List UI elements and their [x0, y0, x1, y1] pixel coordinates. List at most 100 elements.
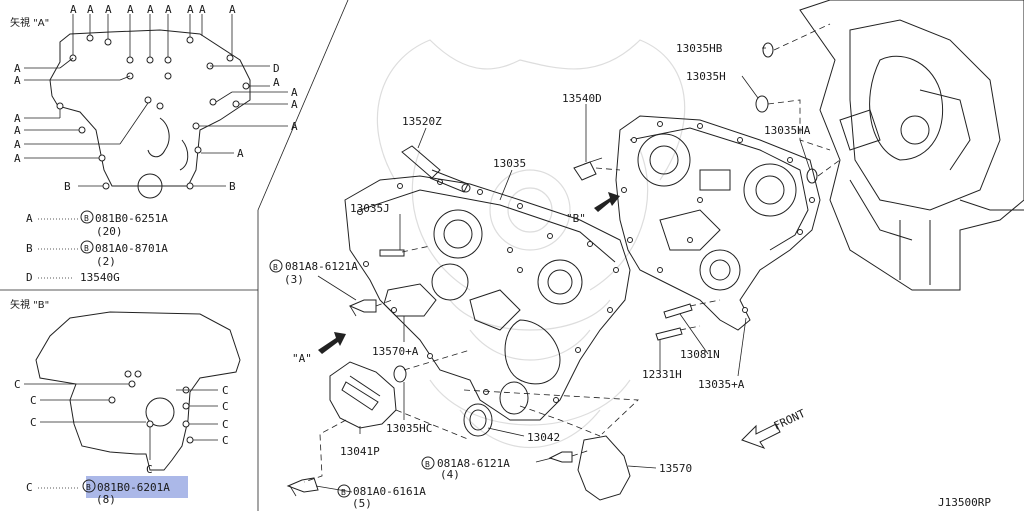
bolt-13540d [573, 157, 603, 181]
view-a-label: A [291, 86, 298, 99]
watermark-logo [376, 39, 686, 449]
callout-view-b: "B" [566, 212, 586, 225]
bolt-marker-glyph: B [86, 483, 91, 492]
view-a-label: B [229, 180, 236, 193]
legend-highlight[interactable] [86, 476, 188, 498]
view-b-bolt-holes [108, 370, 194, 444]
callout-bolt-6161: 081A0-6161A [353, 485, 426, 498]
view-b-panel: 矢視 "B" C C C C C C C C C [10, 298, 241, 506]
bolt-marker-glyph: B [425, 460, 430, 469]
bolt-marker-glyph: B [341, 488, 346, 497]
callout-13035: 13035 [493, 157, 526, 170]
view-b-label: C [30, 416, 37, 429]
legend-qty-c: (8) [96, 493, 116, 506]
legend-part-d: 13540G [80, 271, 120, 284]
view-a-label: A [14, 112, 21, 125]
dowel-13081n [663, 303, 693, 319]
view-a-bolt-holes [56, 34, 250, 190]
o-ring-13035hb [762, 42, 774, 58]
callout-bolt-6121-top: 081A8-6121A [285, 260, 358, 273]
part-13520z-sensor [401, 145, 471, 193]
view-a-crank-hole [137, 173, 163, 199]
view-b-label: C [222, 384, 229, 397]
o-ring-13035h [755, 95, 769, 113]
legend-key-b: B [26, 242, 33, 255]
view-b-label: C [222, 434, 229, 447]
view-a-label: A [14, 152, 21, 165]
view-a-label: A [291, 98, 298, 111]
callout-bolt-6121-top-qty: (3) [284, 273, 304, 286]
callout-13035hb: 13035HB [676, 42, 723, 55]
view-a-cover-outline [49, 29, 251, 187]
callout-leaders [315, 47, 811, 493]
gasket-13570 [577, 435, 631, 501]
bolt-marker-glyph: B [84, 244, 89, 253]
legend-key-c: C [26, 481, 33, 494]
view-a-arrow-icon [318, 332, 346, 354]
callout-12331h: 12331H [642, 368, 682, 381]
panel-frames [0, 0, 349, 511]
bolt-marker-icon [80, 210, 94, 224]
bolt-marker-icon [80, 240, 94, 254]
view-a-label: B [64, 180, 71, 193]
bolt-081a8-top [348, 299, 377, 317]
bolt-081a0-6161 [286, 477, 319, 497]
legend-part-a: 081B0-6251A [95, 212, 168, 225]
view-a-legend: A B 081B0-6251A (20) B B 081A0-8701A (2)… [26, 210, 168, 284]
callout-bolt-6121-bottom-qty: (4) [440, 468, 460, 481]
view-a-label: A [14, 62, 21, 75]
inner-cover-bolts [621, 121, 815, 313]
legend-part-c: 081B0-6201A [97, 481, 170, 494]
bolt-081a8-bottom [548, 451, 573, 463]
callout-13540d: 13540D [562, 92, 602, 105]
view-b-label: C [222, 418, 229, 431]
bolt-marker-icon [421, 456, 435, 470]
assembly-lines [303, 23, 841, 483]
front-timing-cover [344, 175, 631, 421]
view-a-label: A [273, 76, 280, 89]
view-a-label: A [14, 124, 21, 137]
callout-bolt-6121-bottom: 081A8-6121A [437, 457, 510, 470]
front-cover-bolts [357, 179, 619, 403]
view-a-label: A [70, 3, 77, 16]
view-b-leaders [24, 383, 218, 460]
legend-key-d: D [26, 271, 33, 284]
view-a-label: A [229, 3, 236, 16]
front-label: FRONT [772, 407, 808, 433]
view-b-label: C [146, 463, 153, 476]
bolt-marker-glyph: B [273, 263, 278, 272]
view-b-cover-outline [35, 311, 241, 471]
view-a-label: A [127, 3, 134, 16]
legend-key-a: A [26, 212, 33, 225]
callout-13570: 13570 [659, 462, 692, 475]
view-a-label: A [14, 74, 21, 87]
callout-13035a: 13035+A [698, 378, 745, 391]
view-a-leaders [24, 14, 288, 187]
view-b-label: C [30, 394, 37, 407]
legend-qty-a: (20) [96, 225, 123, 238]
view-a-label: A [14, 138, 21, 151]
legend-part-b: 081A0-8701A [95, 242, 168, 255]
callout-13081n: 13081N [680, 348, 720, 361]
view-b-label: C [222, 400, 229, 413]
callout-view-a: "A" [292, 352, 312, 365]
view-a-label: A [87, 3, 94, 16]
callout-13035hc: 13035HC [386, 422, 432, 435]
gasket-13570a [383, 283, 437, 317]
bolt-marker-icon [82, 479, 96, 493]
oil-seal-13042 [463, 403, 493, 437]
view-b-label: C [14, 378, 21, 391]
exploded-view: 13520Z 13035 13035J B 081A8-6121A (3) 13… [269, 0, 1024, 510]
callout-13041p: 13041P [340, 445, 380, 458]
view-a-label: A [187, 3, 194, 16]
callout-13035j: 13035J [350, 202, 390, 215]
dowel-12331h [655, 327, 683, 341]
o-ring-13035hc [393, 365, 407, 383]
bolt-marker-icon [337, 484, 351, 498]
inner-timing-cover [615, 115, 821, 331]
view-a-label: D [273, 62, 280, 75]
view-a-label: A [147, 3, 154, 16]
o-ring-13035ha [806, 168, 818, 184]
callout-bolt-6161-qty: (5) [352, 497, 372, 510]
